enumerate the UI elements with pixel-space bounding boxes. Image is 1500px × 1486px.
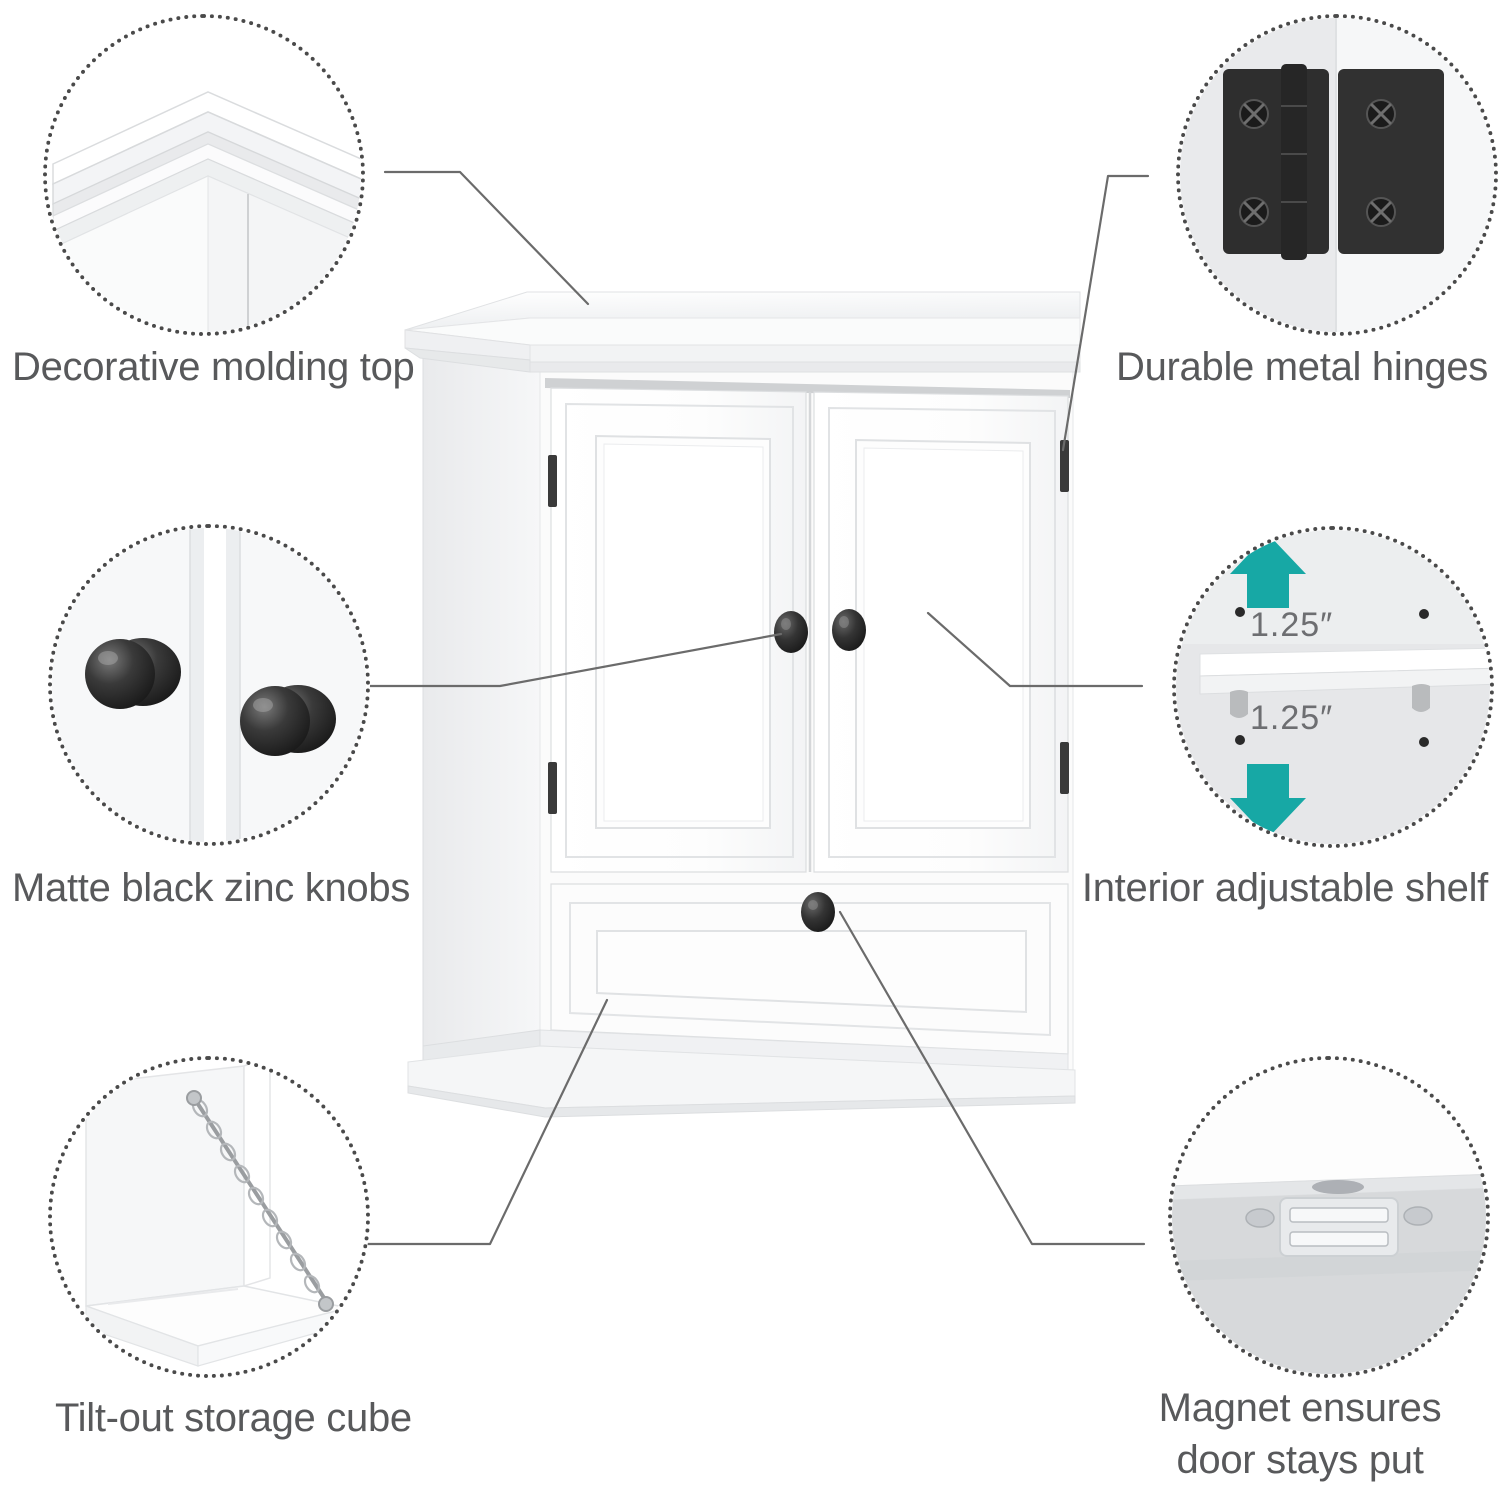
leader-knobs (350, 632, 783, 688)
callout-tilt-out-storage-cube (48, 1056, 370, 1378)
caption-matte-black-zinc-knobs: Matte black zinc knobs (12, 866, 411, 910)
adjustable-shelf-icon: 1.25″ 1.25″ (1176, 530, 1490, 844)
molding-corner-icon (47, 18, 361, 332)
leader-molding (383, 170, 590, 306)
caption-decorative-molding-top: Decorative molding top (12, 345, 415, 389)
leader-magnet (838, 910, 1146, 1246)
shelf-measure-bottom: 1.25″ (1250, 699, 1334, 737)
metal-hinge-icon (1180, 18, 1494, 332)
callout-matte-black-zinc-knobs (48, 524, 370, 846)
leader-hinges (1061, 174, 1150, 452)
callout-durable-metal-hinges (1176, 14, 1498, 336)
callout-interior-adjustable-shelf: 1.25″ 1.25″ (1172, 526, 1494, 848)
tilt-out-chain-icon (52, 1060, 366, 1374)
callout-decorative-molding-top (43, 14, 365, 336)
leader-cube (350, 998, 609, 1246)
caption-magnet-door-stays-put: Magnet ensures door stays put (1158, 1386, 1442, 1482)
caption-durable-metal-hinges: Durable metal hinges (1116, 345, 1488, 389)
callout-magnet-door-stays-put (1168, 1056, 1490, 1378)
caption-tilt-out-storage-cube: Tilt-out storage cube (55, 1396, 412, 1440)
caption-interior-adjustable-shelf: Interior adjustable shelf (1081, 866, 1488, 910)
door-magnet-icon (1172, 1060, 1486, 1374)
shelf-measure-top: 1.25″ (1250, 606, 1334, 644)
black-knobs-icon (52, 528, 366, 842)
leader-shelf (926, 611, 1144, 688)
